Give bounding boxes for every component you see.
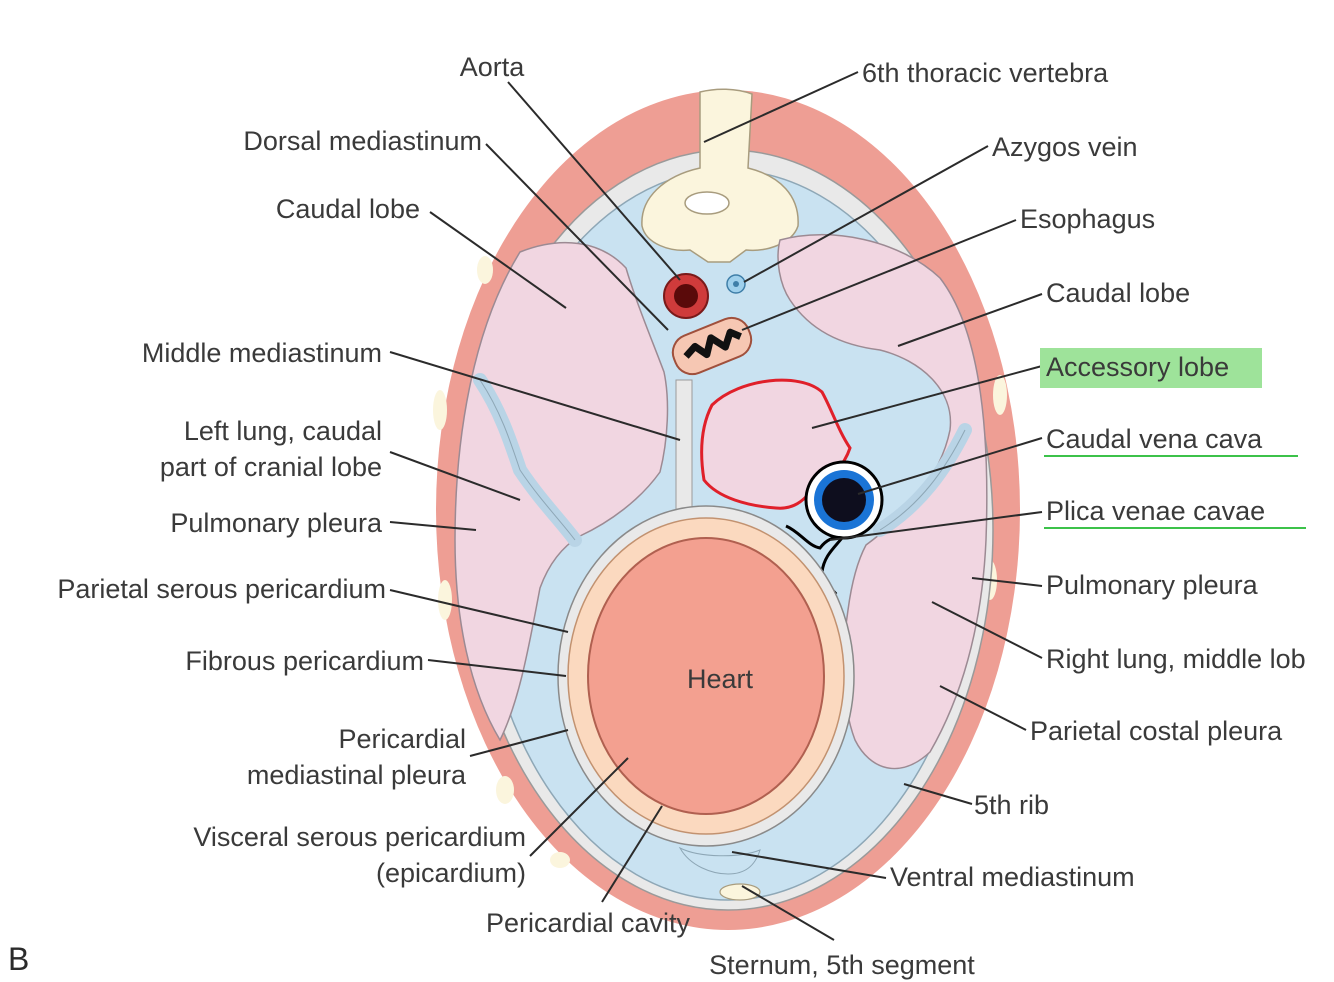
label-left-lung-line1: Left lung, caudal bbox=[184, 416, 382, 446]
label-plica-venae-cavae: Plica venae cavae bbox=[1046, 496, 1265, 526]
left-lung bbox=[454, 241, 669, 742]
label-accessory-lobe: Accessory lobe bbox=[1046, 352, 1229, 382]
heart bbox=[587, 537, 825, 815]
accessory-lobe-highlight bbox=[1040, 348, 1262, 388]
right-lung-fissure-outline bbox=[879, 429, 966, 531]
median-septum bbox=[675, 379, 693, 529]
label-left-lung-line2: part of cranial lobe bbox=[160, 452, 382, 482]
leader-lines bbox=[389, 71, 1043, 941]
caudal-vena-cava-lumen bbox=[822, 478, 866, 522]
left-lung-fissure-outline bbox=[479, 379, 576, 541]
label-parietal-costal-pleura: Parietal costal pleura bbox=[1030, 716, 1283, 746]
label-pulmonary-pleura-right: Pulmonary pleura bbox=[1046, 570, 1259, 600]
azygos-vein-lumen bbox=[733, 281, 739, 287]
esophagus bbox=[671, 316, 753, 376]
label-esophagus: Esophagus bbox=[1020, 204, 1155, 234]
label-parietal-serous-pericardium: Parietal serous pericardium bbox=[57, 574, 386, 604]
label-thoracic-vertebra: 6th thoracic vertebra bbox=[862, 58, 1109, 88]
label-caudal-vena-cava: Caudal vena cava bbox=[1046, 424, 1263, 454]
label-azygos-vein: Azygos vein bbox=[992, 132, 1138, 162]
label-fibrous-pericardium: Fibrous pericardium bbox=[185, 646, 424, 676]
label-visceral-serous-pericardium-line2: (epicardium) bbox=[376, 858, 526, 888]
thoracic-vertebra bbox=[641, 88, 799, 263]
label-middle-mediastinum: Middle mediastinum bbox=[142, 338, 382, 368]
vertebral-canal bbox=[684, 191, 730, 215]
label-pericardial-cavity: Pericardial cavity bbox=[486, 908, 691, 938]
label-right-lung-middle-lobe: Right lung, middle lob bbox=[1046, 644, 1306, 674]
label-ventral-mediastinum: Ventral mediastinum bbox=[890, 862, 1135, 892]
label-pulmonary-pleura-left: Pulmonary pleura bbox=[170, 508, 383, 538]
label-fifth-rib: 5th rib bbox=[974, 790, 1049, 820]
ventral-mediastinum bbox=[678, 846, 761, 875]
label-pericardial-mediastinal-pleura-line2: mediastinal pleura bbox=[247, 760, 467, 790]
label-heart: Heart bbox=[687, 664, 754, 694]
panel-letter: B bbox=[8, 941, 29, 977]
label-visceral-serous-pericardium-line1: Visceral serous pericardium bbox=[193, 822, 526, 852]
label-pericardial-mediastinal-pleura-line1: Pericardial bbox=[338, 724, 466, 754]
label-dorsal-mediastinum: Dorsal mediastinum bbox=[243, 126, 482, 156]
sternum bbox=[719, 883, 761, 901]
label-caudal-lobe-left: Caudal lobe bbox=[276, 194, 420, 224]
aorta-lumen bbox=[674, 284, 698, 308]
label-aorta: Aorta bbox=[460, 52, 526, 82]
label-caudal-lobe-right: Caudal lobe bbox=[1046, 278, 1190, 308]
label-sternum: Sternum, 5th segment bbox=[709, 950, 975, 980]
